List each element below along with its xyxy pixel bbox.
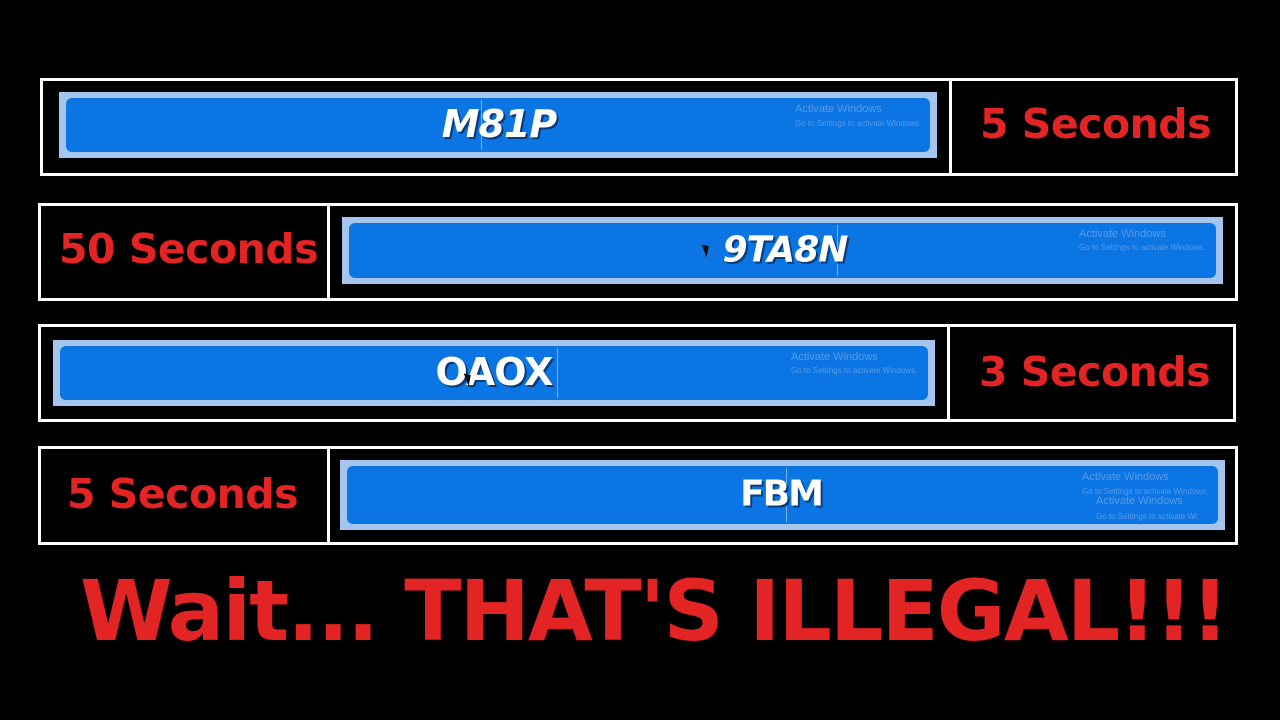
text-caret: [786, 468, 787, 522]
code-bar: 9TA8N Activate Windows Go to Settings to…: [342, 217, 1223, 284]
text-caret: [837, 225, 838, 276]
watermark-subtitle: Go to Settings to activate Windows.: [1079, 243, 1206, 252]
watermark-title-overlay: Activate Windows: [1096, 495, 1183, 507]
code-bar: OAOX Activate Windows Go to Settings to …: [53, 340, 935, 406]
text-caret: [557, 348, 558, 398]
code-text: M81P: [441, 102, 558, 147]
code-text: 9TA8N: [722, 229, 849, 271]
headline: Wait... THAT'S ILLEGAL!!!: [80, 562, 1229, 660]
code-bar-fill: [347, 466, 1218, 524]
code-text: FBM: [740, 473, 824, 515]
text-caret: [481, 100, 482, 150]
watermark-title: Activate Windows: [791, 351, 878, 363]
code-bar-fill: [349, 223, 1216, 278]
time-box-frame: [947, 324, 1236, 422]
watermark-subtitle: Go to Settings to activate Windows.: [791, 366, 918, 375]
watermark-subtitle-overlay: Go to Settings to activate Wi: [1096, 512, 1197, 521]
time-label: 50 Seconds: [59, 225, 319, 273]
time-label: 5 Seconds: [67, 470, 299, 518]
watermark-subtitle: Go to Settings to activate Windows.: [1082, 487, 1209, 496]
watermark-title: Activate Windows: [1079, 228, 1166, 240]
code-bar: M81P Activate Windows Go to Settings to …: [59, 92, 937, 158]
code-bar: FBM Activate Windows Go to Settings to a…: [340, 460, 1225, 530]
time-box-frame: [949, 78, 1238, 176]
time-box-frame: [38, 203, 330, 301]
time-box-frame: [38, 446, 330, 545]
time-label: 3 Seconds: [979, 348, 1211, 396]
code-bar-fill: [66, 98, 930, 152]
time-label: 5 Seconds: [980, 100, 1212, 148]
code-text: OAOX: [435, 350, 554, 395]
watermark-subtitle: Go to Settings to activate Windows.: [795, 119, 922, 128]
watermark-title: Activate Windows: [1082, 471, 1169, 483]
watermark-title: Activate Windows: [795, 103, 882, 115]
code-bar-fill: [60, 346, 928, 400]
